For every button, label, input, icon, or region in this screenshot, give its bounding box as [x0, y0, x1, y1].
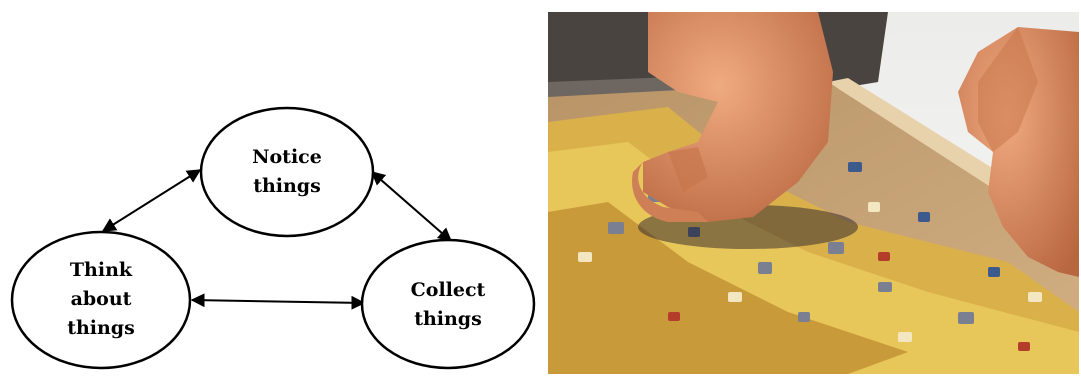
node-notice-label-line1: Notice	[252, 146, 322, 168]
node-collect-things: Collect things	[360, 238, 536, 370]
edge-think-collect	[190, 293, 366, 310]
puzzle-photo	[548, 12, 1079, 374]
edge-notice-collect	[370, 171, 453, 242]
node-notice-label-line2: things	[253, 175, 321, 197]
node-think-about-things: Think about things	[10, 230, 192, 370]
node-think-label-line1: Think	[70, 259, 133, 281]
node-collect-label-line1: Collect	[411, 279, 486, 301]
node-notice-things: Notice things	[199, 106, 375, 238]
node-collect-label-line2: things	[414, 308, 482, 330]
node-think-label-line2: about	[71, 288, 132, 310]
node-think-label-line3: things	[67, 317, 135, 339]
cycle-diagram: Notice things Think about things Collect…	[10, 106, 536, 370]
puzzle-photo-illustration	[548, 12, 1079, 374]
edge-notice-think	[101, 169, 202, 232]
